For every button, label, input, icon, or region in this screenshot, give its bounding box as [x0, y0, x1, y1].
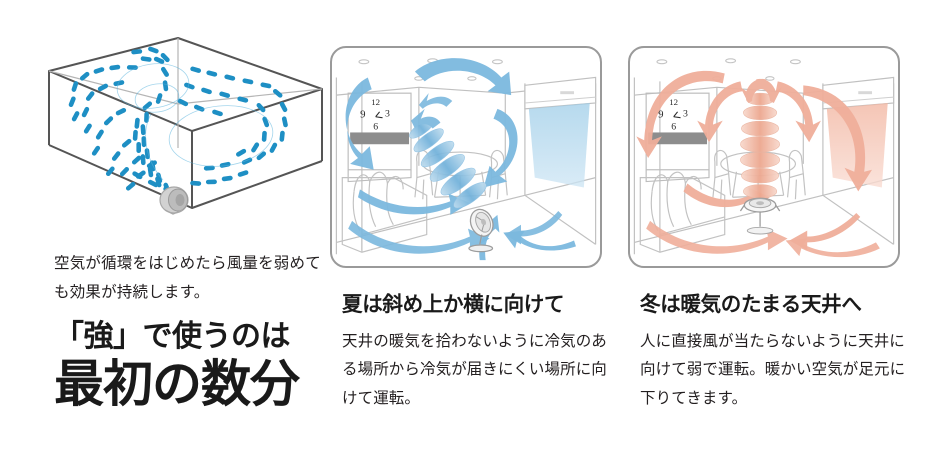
svg-text:9: 9 [658, 109, 663, 121]
caption-summer-title: 夏は斜め上か横に向けて [342, 293, 565, 316]
circulator-fan-winter [739, 197, 781, 235]
svg-text:12: 12 [669, 97, 678, 107]
caption-winter: 冬は暖気のたまる天井へ 人に直接風が当たらないように天井に向けて弱で運転。暖かい… [640, 293, 920, 414]
svg-text:3: 3 [385, 109, 390, 120]
panel-winter-illustration: 12 9 3 6 [628, 46, 900, 268]
left-headline-line1: 「強」で使うのは [54, 320, 291, 353]
fan-airflow-helix-winter [740, 78, 782, 199]
caption-winter-body: 人に直接風が当たらないように天井に向けて弱で運転。暖かい空気が足元に下りてきます… [640, 332, 906, 407]
room-circulation-box-figure [45, 28, 330, 243]
left-column: 空気が循環をはじめたら風量を弱めても効果が持続します。 「強」で使うのは 最初の… [40, 28, 330, 428]
wall-clock-summer: 12 9 3 6 [360, 97, 390, 133]
caption-summer-body: 天井の暖気を拾わないように冷気のある場所から冷気が届きにくい場所に向けて運転。 [342, 332, 607, 407]
svg-text:6: 6 [373, 122, 378, 133]
fan-glyph-box [159, 186, 189, 215]
fan-airflow-helix-summer [409, 108, 487, 209]
panel-summer-illustration: 12 9 3 6 [330, 46, 602, 268]
air-conditioner-summer [524, 76, 597, 110]
wall-clock-winter: 12 9 3 6 [658, 97, 688, 133]
caption-summer: 夏は斜め上か横に向けて 天井の暖気を拾わないように冷気のある場所から冷気が届きに… [342, 293, 622, 414]
svg-text:12: 12 [371, 97, 380, 107]
svg-text:6: 6 [671, 122, 676, 133]
circulator-fan-summer [469, 208, 494, 237]
svg-text:3: 3 [683, 109, 688, 120]
left-headline-line2: 最初の数分 [54, 356, 300, 412]
svg-text:9: 9 [360, 109, 365, 121]
left-body-text: 空気が循環をはじめたら風量を弱めても効果が持続します。 [54, 255, 321, 301]
caption-winter-title: 冬は暖気のたまる天井へ [640, 293, 862, 316]
